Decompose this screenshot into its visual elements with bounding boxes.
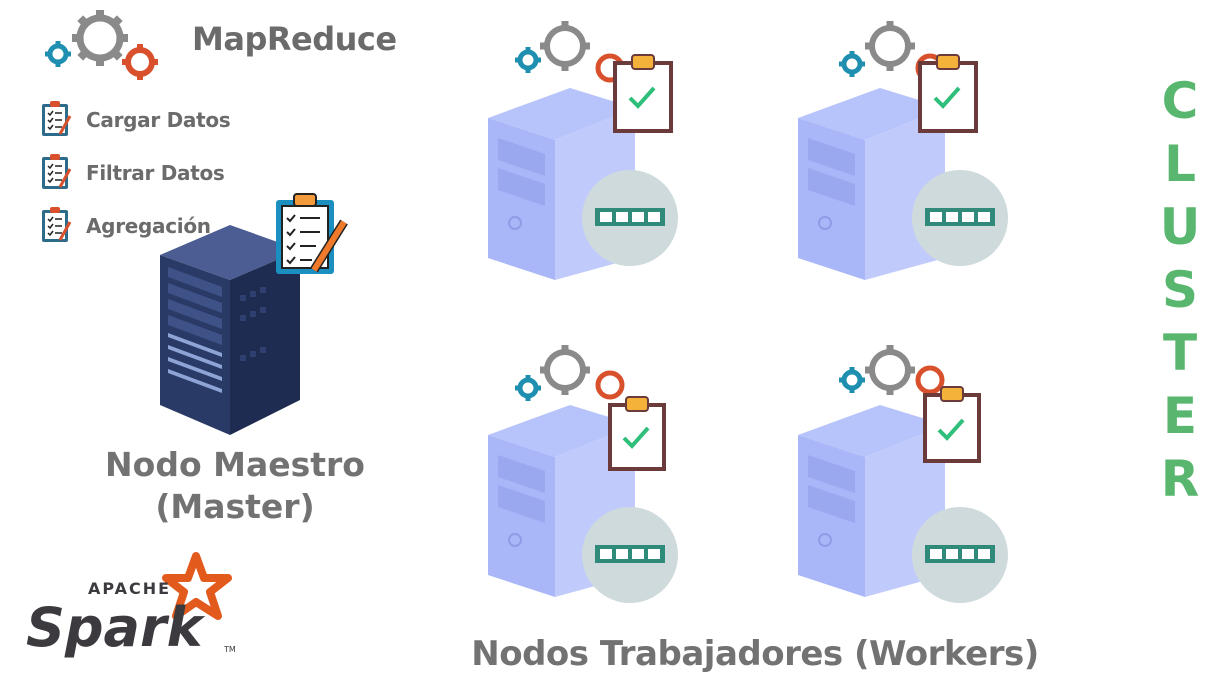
page-title: MapReduce	[192, 20, 397, 58]
master-node-label: Nodo Maestro (Master)	[70, 444, 400, 528]
memory-icon	[582, 507, 678, 603]
clipboard-checklist-icon	[42, 101, 72, 136]
task-label: Filtrar Datos	[86, 161, 225, 185]
clipboard-check-icon	[613, 54, 673, 133]
memory-icon	[912, 170, 1008, 266]
cluster-label: C L U S T E R	[1150, 70, 1206, 511]
cluster-letter: R	[1160, 450, 1200, 508]
cluster-letter: T	[1162, 324, 1198, 382]
task-label: Agregación	[86, 214, 211, 238]
worker-node	[470, 340, 700, 630]
list-item: Cargar Datos	[40, 100, 300, 138]
gears-icon	[515, 345, 625, 401]
gears-icon	[515, 21, 625, 83]
cluster-letter: U	[1159, 198, 1201, 256]
master-label-line1: Nodo Maestro	[105, 445, 365, 484]
list-item: Agregación	[40, 206, 300, 244]
logo-spark-text: Spark	[26, 596, 206, 658]
master-server-icon	[160, 225, 300, 435]
worker-node	[780, 8, 1010, 298]
cluster-letter: L	[1164, 135, 1196, 193]
clipboard-checklist-icon	[42, 154, 72, 189]
list-item: Filtrar Datos	[40, 153, 300, 191]
clipboard-check-icon	[923, 386, 981, 463]
worker-server-icon	[488, 405, 635, 597]
gears-icon	[839, 345, 945, 395]
logo-apache-text: APACHE	[88, 579, 171, 598]
workers-label: Nodos Trabajadores (Workers)	[471, 634, 1039, 674]
worker-node	[470, 8, 700, 298]
clipboard-check-icon	[608, 396, 666, 471]
apache-spark-logo: APACHE Spark TM	[26, 552, 236, 658]
memory-icon	[912, 507, 1008, 603]
cluster-letter: E	[1162, 387, 1198, 445]
clipboard-check-icon	[918, 54, 978, 133]
task-label: Cargar Datos	[86, 108, 231, 132]
clipboard-pencil-icon	[276, 193, 348, 274]
worker-server-icon	[798, 88, 945, 280]
cluster-letter: C	[1161, 72, 1199, 130]
gears-icon	[45, 10, 158, 80]
clipboard-checklist-icon	[42, 207, 72, 242]
logo-tm-text: TM	[223, 645, 236, 654]
worker-node	[780, 340, 1010, 630]
master-label-line2: (Master)	[155, 487, 315, 526]
cluster-letter: S	[1161, 261, 1198, 319]
memory-icon	[582, 170, 678, 266]
